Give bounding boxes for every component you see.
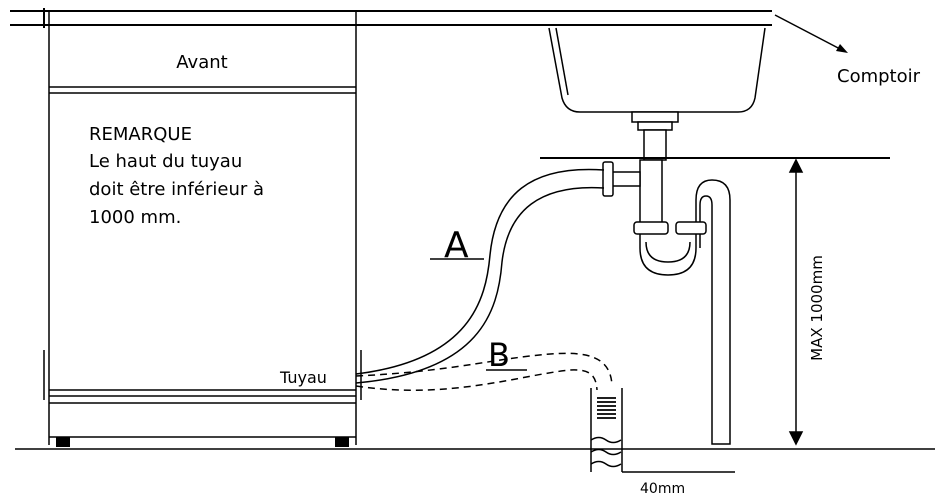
drain-grate	[597, 397, 616, 419]
side-inlet-connector	[602, 161, 641, 197]
note-title: REMARQUE	[89, 124, 192, 145]
front-label: Avant	[176, 52, 227, 73]
hose-b	[355, 352, 613, 391]
counter-pointer-arrow	[774, 14, 848, 53]
max-height-label: MAX 1000mm	[808, 255, 826, 361]
note-block: REMARQUE Le haut du tuyau doit être infé…	[89, 124, 264, 228]
p-trap	[633, 159, 731, 445]
option-b-marker: B	[486, 336, 527, 374]
note-line-2: doit être inférieur à	[89, 179, 264, 200]
countertop	[10, 8, 772, 28]
option-a-marker: A	[430, 225, 484, 266]
dishwasher-feet	[56, 437, 349, 447]
floor-drain-pipe	[590, 388, 623, 472]
hose-a	[355, 168, 605, 384]
sink-drain	[631, 111, 679, 161]
pipe-width-label: 40mm	[640, 481, 685, 497]
counter-label: Comptoir	[837, 66, 921, 87]
hose-label: Tuyau	[279, 368, 327, 387]
note-line-3: 1000 mm.	[89, 207, 181, 228]
height-dimension	[788, 158, 804, 446]
option-a-label: A	[444, 225, 469, 266]
sink-basin	[548, 27, 766, 113]
note-line-1: Le haut du tuyau	[89, 151, 242, 172]
option-b-label: B	[488, 336, 510, 374]
